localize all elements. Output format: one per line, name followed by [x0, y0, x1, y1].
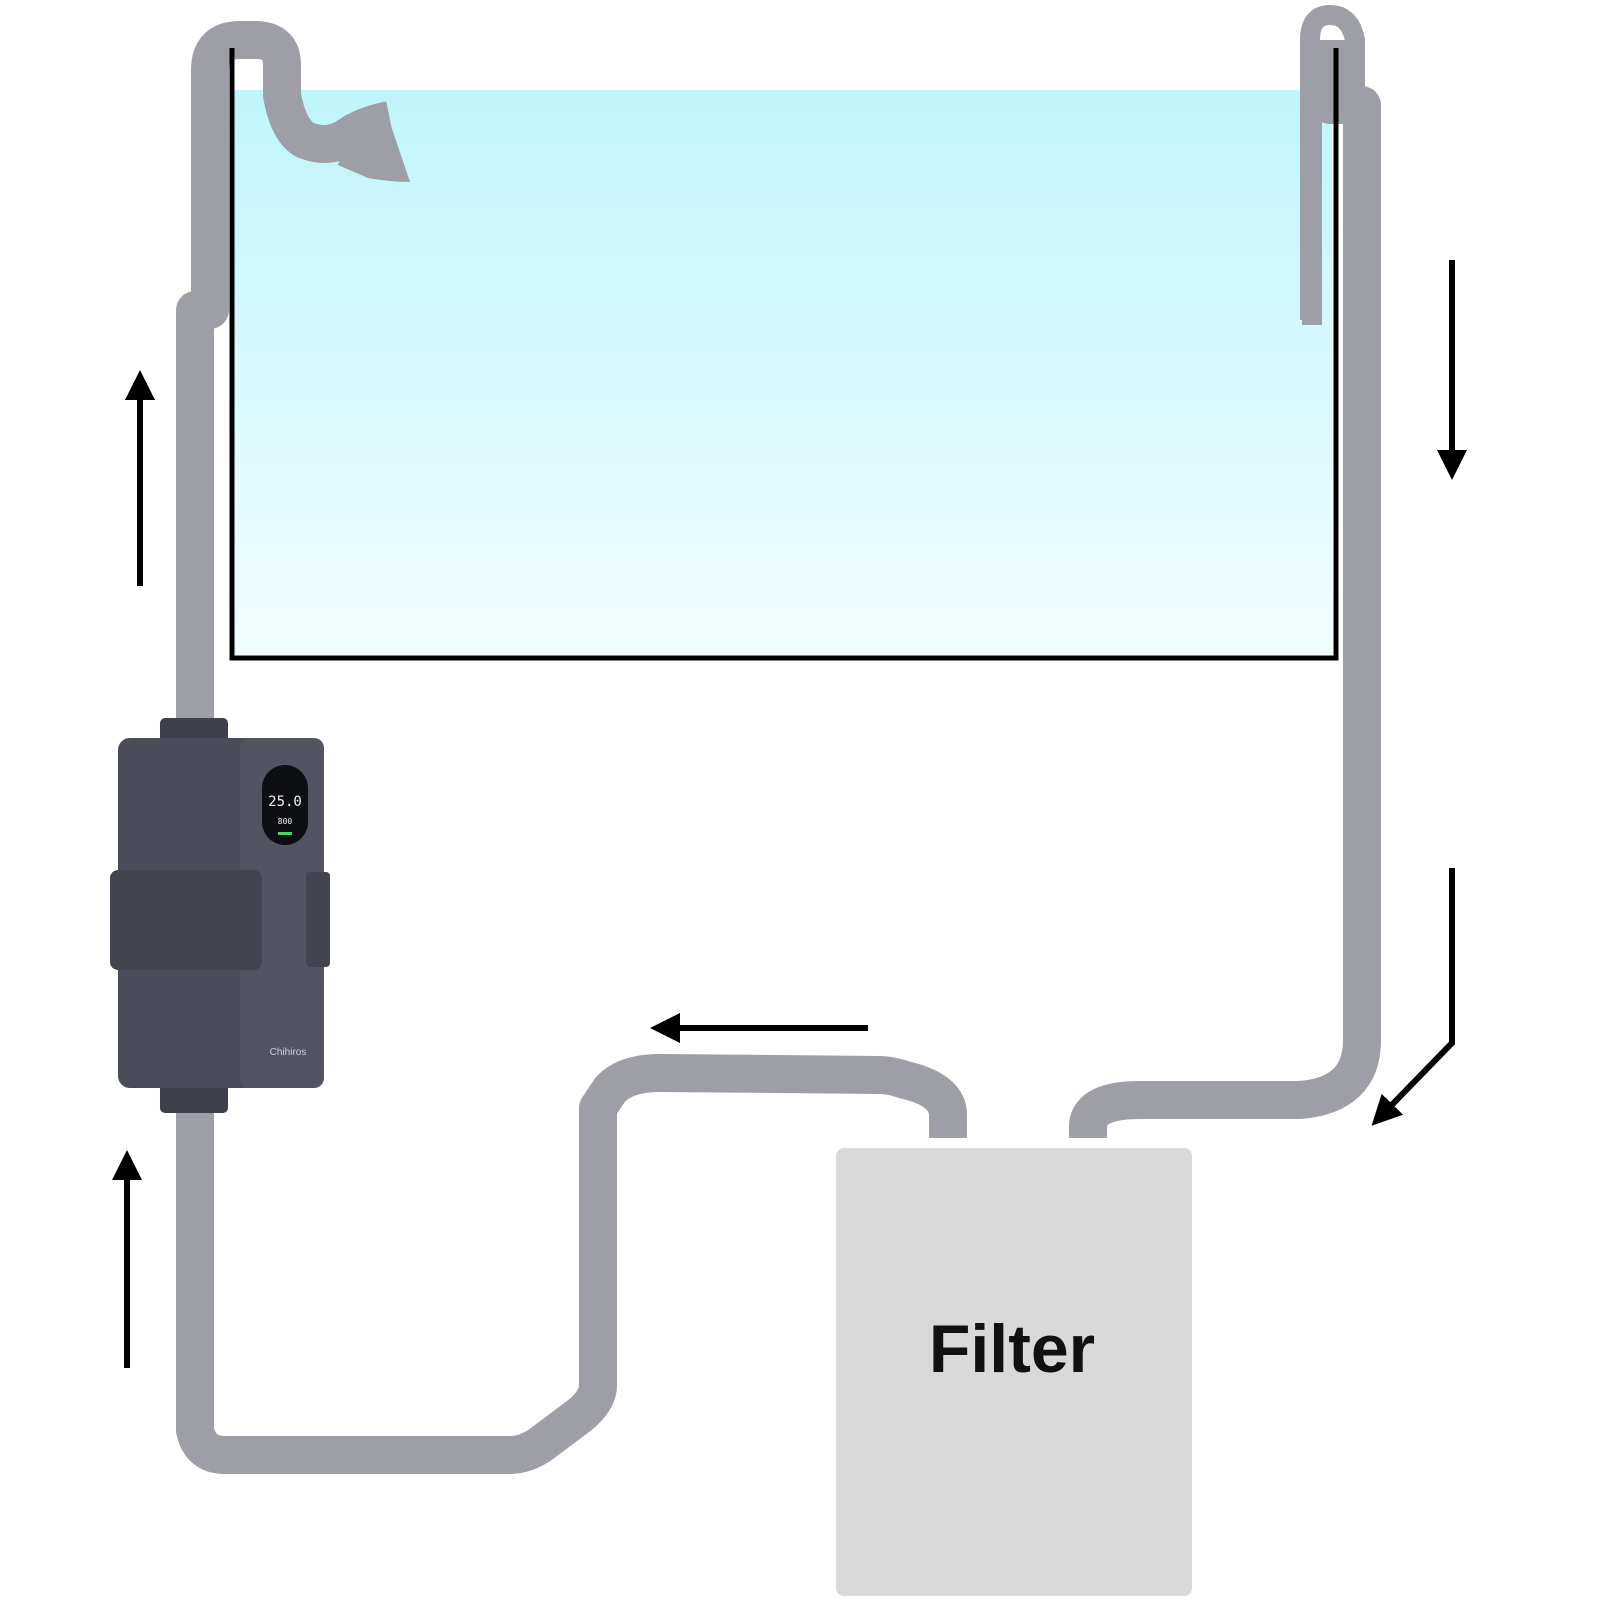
intake-hose [1069, 40, 1381, 1144]
intake-pipe [1302, 40, 1322, 325]
hose-system [176, 21, 1381, 1474]
display-power: 800 [278, 817, 293, 826]
tank-water [232, 90, 1332, 653]
display-status-bar [278, 832, 292, 835]
return-hose [176, 21, 967, 1474]
display-temperature: 25.0 [268, 794, 302, 810]
heater-bottom-cap [160, 1083, 228, 1113]
tank-outline [229, 48, 1339, 661]
intake-hook [1300, 4, 1365, 320]
outlet-nozzle [338, 108, 410, 182]
heater-clamp-tab [306, 872, 330, 967]
heater-clamp [110, 870, 262, 970]
down-left-arrow-right-lower [1371, 868, 1455, 1126]
filter-label: Filter [929, 1311, 1095, 1387]
inline-heater: 25.0 800 Chihiros [110, 718, 330, 1113]
flow-arrows [112, 260, 1467, 1368]
heater-brand: Chihiros [270, 1047, 307, 1058]
filter-box [836, 1148, 1192, 1596]
heater-display [262, 765, 308, 845]
